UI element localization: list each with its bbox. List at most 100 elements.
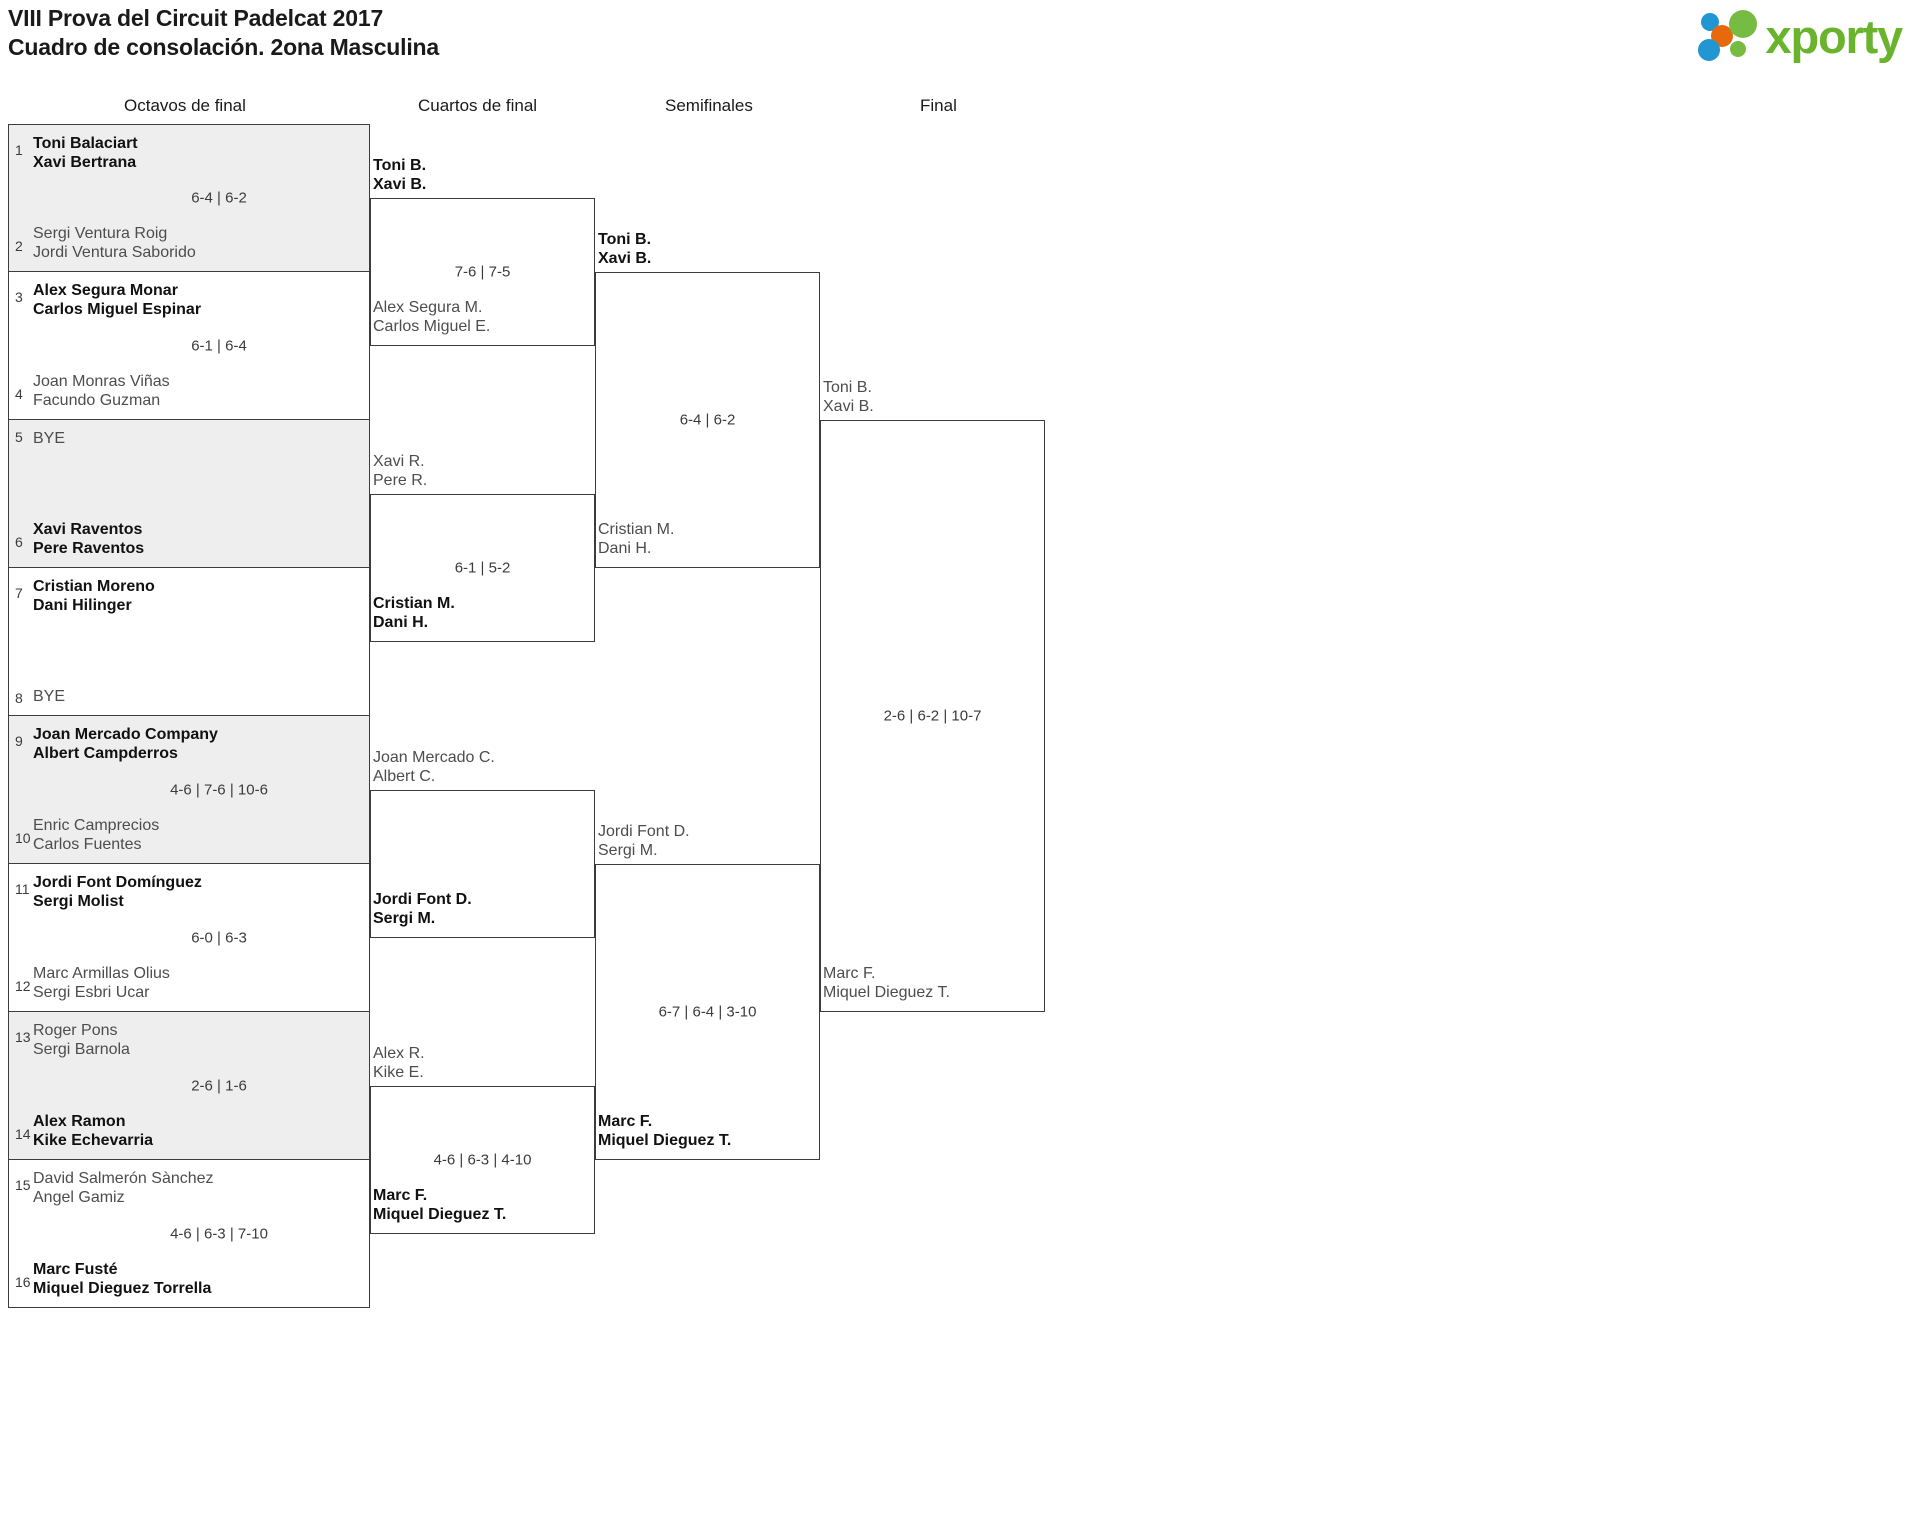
semifinales-team[interactable]: Jordi Font D.Sergi M. xyxy=(598,822,690,860)
final-match-box[interactable]: 2-6 | 6-2 | 10-7 xyxy=(820,420,1045,1012)
player-name: Alex Segura M. xyxy=(373,299,483,316)
player-name: Jordi Font D. xyxy=(598,823,690,840)
player-name: Toni B. xyxy=(598,231,652,248)
title-line-1: VIII Prova del Circuit Padelcat 2017 xyxy=(8,5,384,31)
player-name: Xavi Bertrana xyxy=(33,154,137,171)
cuartos-team[interactable]: Cristian M.Dani H. xyxy=(373,594,455,632)
player-name: BYE xyxy=(33,430,66,447)
player-name: Sergi Esbri Ucar xyxy=(33,984,150,1001)
player-name: Jordi Font Domínguez xyxy=(33,874,202,891)
semifinales-match-box[interactable]: 6-7 | 6-4 | 3-10 xyxy=(595,864,820,1160)
match-score: 6-7 | 6-4 | 3-10 xyxy=(658,1003,757,1021)
player-name: Miquel Dieguez T. xyxy=(598,1132,732,1149)
semifinales-team[interactable]: Cristian M. Dani H. xyxy=(598,520,674,558)
semifinales-team[interactable]: Marc F.Miquel Dieguez T. xyxy=(598,1112,731,1150)
round1-team[interactable]: BYE xyxy=(33,429,65,448)
player-name: Joan Mercado Company xyxy=(33,726,218,743)
match-score: 6-4 | 6-2 xyxy=(191,189,247,207)
player-name: Jordi Font D. xyxy=(373,891,472,908)
column-header-octavos: Octavos de final xyxy=(124,96,246,115)
cuartos-team[interactable]: Joan Mercado C.Albert C. xyxy=(373,748,495,786)
seed-number: 15 xyxy=(15,1177,31,1193)
seed-number: 8 xyxy=(15,690,23,706)
player-name: Cristian M. xyxy=(598,521,675,538)
seed-number: 4 xyxy=(15,386,23,402)
match-score: 4-6 | 7-6 | 10-6 xyxy=(170,781,268,798)
player-name: BYE xyxy=(33,688,66,705)
final-team[interactable]: Marc F.Miquel Dieguez T. xyxy=(823,964,950,1002)
cuartos-team[interactable]: Marc F.Miquel Dieguez T. xyxy=(373,1186,506,1224)
match-score: 7-6 | 7-5 xyxy=(454,263,511,281)
page-title: VIII Prova del Circuit Padelcat 2017 Cua… xyxy=(8,4,439,62)
player-name: Angel Gamiz xyxy=(33,1189,125,1206)
player-name: Toni B. xyxy=(373,157,427,174)
cuartos-match-box[interactable]: 4-6 | 6-3 | 4-10 xyxy=(370,1086,595,1234)
player-name: Sergi Molist xyxy=(33,893,124,910)
match-score: 6-0 | 6-3 xyxy=(191,929,247,946)
cuartos-match-box[interactable] xyxy=(370,790,595,938)
player-name: Dani H. xyxy=(598,540,652,557)
seed-number: 5 xyxy=(15,429,23,445)
match-score: 4-6 | 6-3 | 7-10 xyxy=(170,1225,268,1242)
seed-number: 7 xyxy=(15,585,23,601)
semifinales-match-box[interactable]: 6-4 | 6-2 xyxy=(595,272,820,568)
final-team[interactable]: Toni B.Xavi B. xyxy=(823,378,874,416)
column-header-cuartos: Cuartos de final xyxy=(418,96,538,115)
player-name: Albert Campderros xyxy=(33,745,178,762)
player-name: Marc F. xyxy=(373,1187,428,1204)
player-name: Sergi M. xyxy=(373,910,436,927)
player-name: Albert C. xyxy=(373,768,436,785)
semifinales-team[interactable]: Toni B.Xavi B. xyxy=(598,230,651,268)
player-name: Pere R. xyxy=(373,472,428,489)
seed-number: 13 xyxy=(15,1029,31,1045)
column-header-final: Final xyxy=(920,96,957,115)
player-name: Alex Segura Monar xyxy=(33,282,178,299)
seed-number: 9 xyxy=(15,733,23,749)
match-score: 6-1 | 6-4 xyxy=(191,337,247,354)
cuartos-match-box[interactable]: 6-1 | 5-2 xyxy=(370,494,595,642)
xporty-logo[interactable]: xporty xyxy=(1697,8,1903,64)
match-score: 2-6 | 1-6 xyxy=(191,1077,247,1094)
round1-team[interactable]: BYE xyxy=(33,687,65,706)
seed-number: 1 xyxy=(15,142,23,158)
cuartos-match-box[interactable]: 7-6 | 7-5 xyxy=(370,198,595,346)
seed-number: 2 xyxy=(15,238,23,254)
seed-number: 14 xyxy=(15,1126,31,1142)
player-name: Toni Balaciart xyxy=(33,135,138,152)
player-name: David Salmerón Sànchez xyxy=(33,1170,214,1187)
cuartos-team[interactable]: Xavi R.Pere R. xyxy=(373,452,427,490)
player-name: Jordi Ventura Saborido xyxy=(33,244,196,261)
cuartos-team[interactable]: Alex Segura M.Carlos Miguel E. xyxy=(373,298,490,336)
player-name: Miquel Dieguez T. xyxy=(823,984,950,1001)
player-name: Enric Camprecios xyxy=(33,817,160,834)
cuartos-team[interactable]: Jordi Font D. Sergi M. xyxy=(373,890,472,928)
player-name: Roger Pons xyxy=(33,1022,118,1039)
cuartos-team[interactable]: Toni B.Xavi B. xyxy=(373,156,426,194)
match-score: 6-4 | 6-2 xyxy=(679,411,736,429)
cuartos-team[interactable]: Alex R.Kike E. xyxy=(373,1044,425,1082)
player-name: Kike E. xyxy=(373,1064,424,1081)
